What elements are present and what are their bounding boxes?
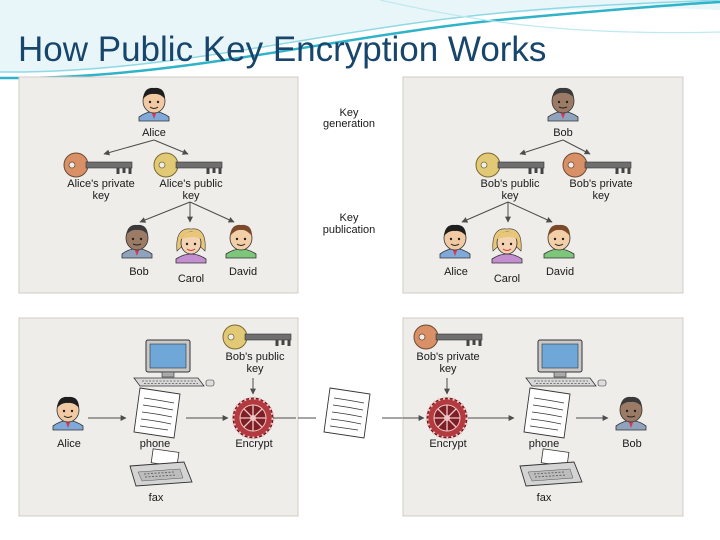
center-stage-labels: Key generation Key publication: [323, 107, 376, 236]
fax-label: fax: [537, 492, 552, 504]
bobs-public-key-label-2: key: [246, 363, 264, 375]
alice-label: Alice: [142, 127, 166, 139]
recipient-david-label: David: [546, 266, 574, 278]
bob-private-key-label-1: Bob's private: [569, 178, 632, 190]
flow-arrows: [88, 378, 296, 421]
connector-lines: [461, 139, 591, 223]
fax-label: fax: [149, 492, 164, 504]
ciphertext-document-icon: [323, 387, 371, 439]
document-icon: [133, 387, 181, 439]
bob-private-key-label-2: key: [592, 190, 610, 202]
panel-bob-key-generation: Bob Bob's public key Bob's private key A…: [402, 76, 684, 294]
transit-ciphertext: [298, 387, 403, 439]
bobs-private-key-label-1: Bob's private: [416, 351, 479, 363]
key-publication-label-2: publication: [323, 224, 376, 236]
encrypt-label: Encrypt: [429, 438, 466, 450]
connector-lines: [103, 139, 235, 223]
recipient-carol-label: Carol: [494, 273, 520, 285]
bobs-public-key-label-1: Bob's public: [226, 351, 285, 363]
key-publication-label-1: Key: [340, 212, 359, 224]
recipient-carol-label: Carol: [178, 273, 204, 285]
decrypt-gear-icon: [425, 396, 469, 440]
recipient-alice-label: Alice: [444, 266, 468, 278]
panel-background: [402, 76, 684, 294]
carol-avatar: [491, 228, 523, 264]
recipient-bob-label: Bob: [129, 266, 149, 278]
page-title: How Public Key Encryption Works: [18, 30, 546, 69]
bob-public-key-label-2: key: [501, 190, 519, 202]
panel-alice-key-generation: Alice Alice's private key Alice's public…: [18, 76, 299, 294]
encrypt-label: Encrypt: [235, 438, 272, 450]
sender-alice-label: Alice: [57, 438, 81, 450]
document-icon: [523, 387, 571, 439]
recipient-david-label: David: [229, 266, 257, 278]
panel-decryption-receive: Bob's private key Encrypt phone Bob fax: [402, 317, 684, 517]
alice-public-key-label-1: Alice's public: [159, 178, 223, 190]
key-generation-label-1: Key: [340, 107, 359, 119]
receiver-bob-label: Bob: [622, 438, 642, 450]
flow-arrows: [403, 378, 609, 421]
panel-encryption-send: Bob's public key Alice phone Encrypt fax: [18, 317, 299, 517]
alice-public-key-label-2: key: [182, 190, 200, 202]
bob-public-key-label-1: Bob's public: [481, 178, 540, 190]
bobs-private-key-label-2: key: [439, 363, 457, 375]
alice-private-key-label-2: key: [92, 190, 110, 202]
title-wave-decoration: [0, 0, 720, 80]
phone-label: phone: [140, 438, 171, 450]
carol-avatar: [175, 228, 207, 264]
phone-label: phone: [529, 438, 560, 450]
key-generation-label-2: generation: [323, 118, 375, 130]
bob-label: Bob: [553, 127, 573, 139]
encrypt-gear-icon: [231, 396, 275, 440]
alice-private-key-label-1: Alice's private: [67, 178, 135, 190]
